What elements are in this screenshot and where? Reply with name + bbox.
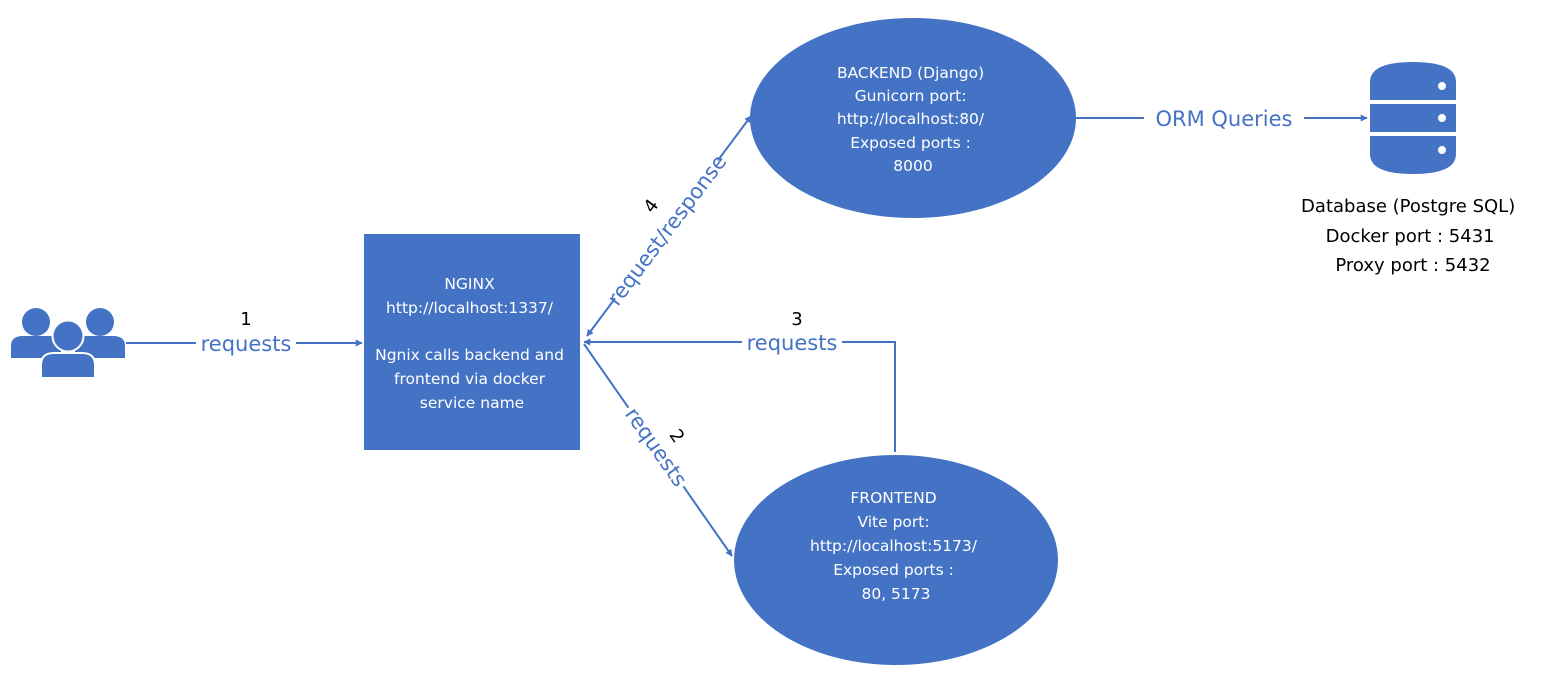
edge-nginx-backend: request/response 4 bbox=[586, 115, 752, 337]
frontend-ellipse bbox=[734, 455, 1058, 665]
nginx-text: NGINX http://localhost:1337/ Ngnix calls… bbox=[375, 275, 569, 412]
edge-1-label: requests bbox=[201, 332, 292, 356]
backend-title: BACKEND (Django) bbox=[837, 64, 984, 82]
backend-ellipse bbox=[750, 18, 1076, 218]
backend-node: BACKEND (Django) Gunicorn port: http://l… bbox=[750, 18, 1076, 218]
database-text: Database (Postgre SQL) Docker port : 543… bbox=[1301, 196, 1521, 276]
nginx-box bbox=[364, 234, 580, 450]
edge-backend-to-database: ORM Queries bbox=[1076, 104, 1368, 132]
frontend-title: FRONTEND bbox=[850, 489, 936, 507]
nginx-note-line-2: frontend via docker bbox=[394, 370, 546, 388]
edge-frontend-to-nginx: requests 3 bbox=[583, 309, 896, 452]
frontend-exposed-ports: 80, 5173 bbox=[861, 585, 930, 603]
frontend-vite-label: Vite port: bbox=[857, 513, 929, 531]
frontend-text: FRONTEND Vite port: http://localhost:517… bbox=[810, 489, 982, 603]
users-icon bbox=[11, 308, 125, 379]
orm-label: ORM Queries bbox=[1155, 107, 1292, 131]
nginx-note-line-1: Ngnix calls backend and bbox=[375, 346, 564, 364]
backend-gunicorn-label: Gunicorn port: bbox=[855, 87, 967, 105]
database-title: Database (Postgre SQL) bbox=[1301, 196, 1515, 217]
edge-4-number: 4 bbox=[640, 195, 664, 217]
nginx-title: NGINX bbox=[444, 275, 495, 293]
database-icon bbox=[1370, 62, 1456, 174]
nginx-url: http://localhost:1337/ bbox=[386, 299, 554, 317]
nginx-node: NGINX http://localhost:1337/ Ngnix calls… bbox=[364, 234, 580, 450]
database-docker-port: Docker port : 5431 bbox=[1326, 226, 1495, 247]
edge-3-label: requests bbox=[747, 331, 838, 355]
nginx-note-line-3: service name bbox=[420, 394, 524, 412]
frontend-exposed-label: Exposed ports : bbox=[833, 561, 954, 579]
edge-nginx-to-frontend: requests 2 bbox=[583, 343, 733, 557]
edge-users-to-nginx: requests 1 bbox=[126, 309, 363, 356]
frontend-url: http://localhost:5173/ bbox=[810, 537, 978, 555]
edge-4-label: request/response bbox=[603, 150, 732, 310]
backend-text: BACKEND (Django) Gunicorn port: http://l… bbox=[837, 64, 989, 175]
backend-exposed-ports: 8000 bbox=[893, 157, 932, 175]
backend-url: http://localhost:80/ bbox=[837, 110, 985, 128]
database-proxy-port: Proxy port : 5432 bbox=[1335, 255, 1490, 276]
edge-2-label: requests bbox=[620, 403, 692, 491]
edge-3-line bbox=[583, 338, 896, 452]
backend-exposed-label: Exposed ports : bbox=[850, 134, 971, 152]
frontend-node: FRONTEND Vite port: http://localhost:517… bbox=[734, 455, 1058, 665]
edge-3-number: 3 bbox=[791, 309, 802, 330]
edge-1-number: 1 bbox=[240, 309, 251, 330]
